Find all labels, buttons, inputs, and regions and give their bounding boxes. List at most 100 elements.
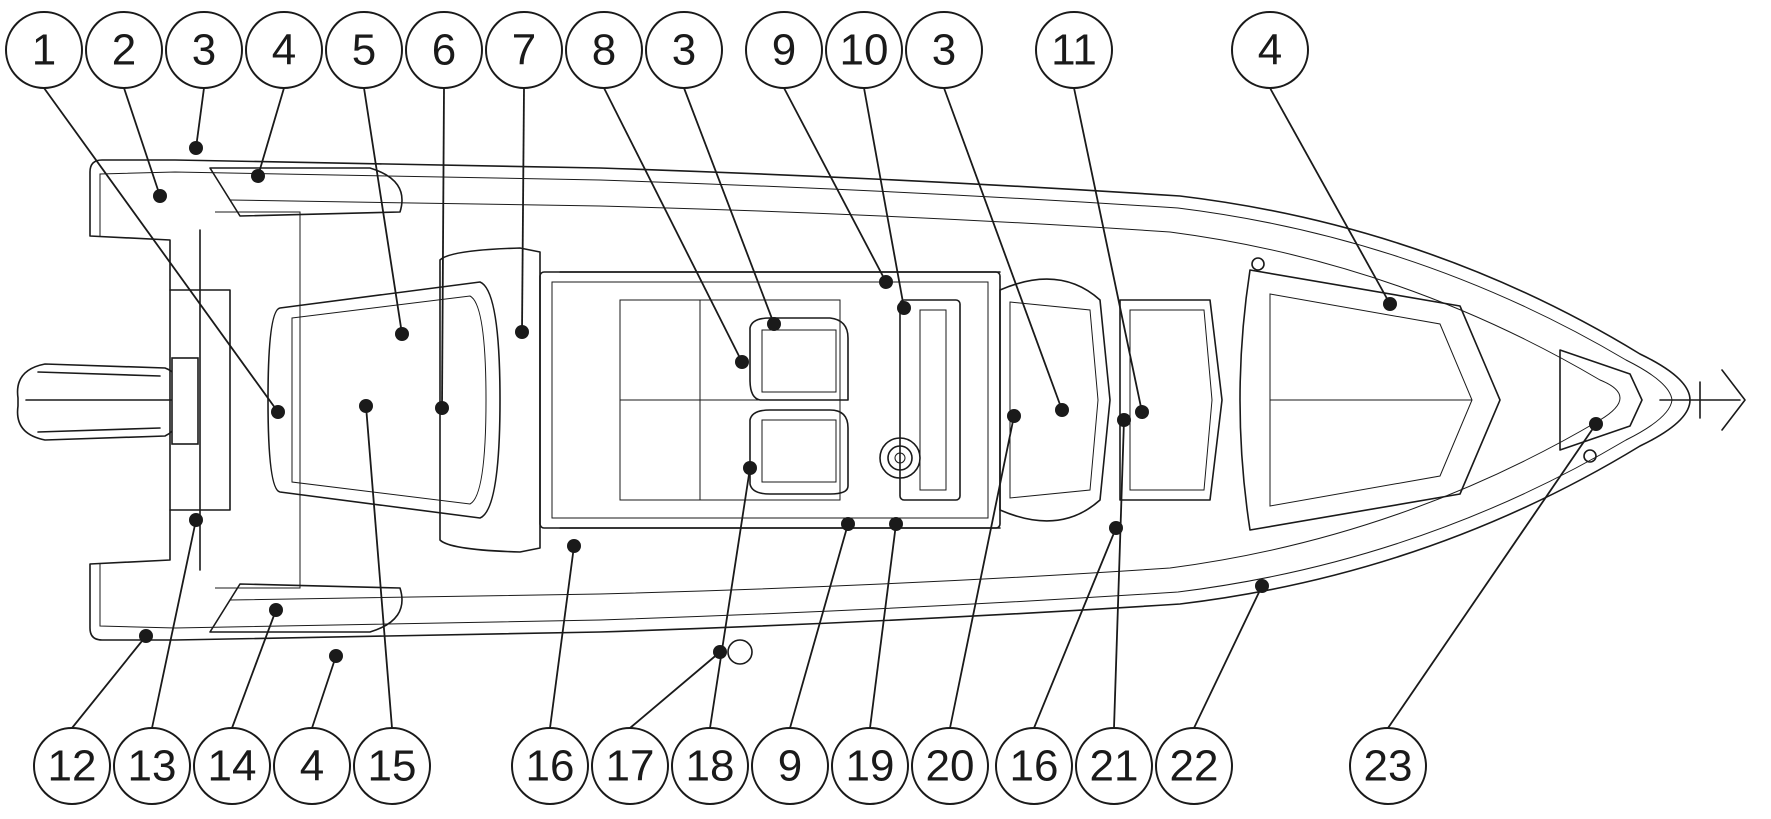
leader-6 — [441, 87, 445, 409]
callout-15: 15 — [353, 727, 431, 805]
callout-10: 10 — [825, 11, 903, 89]
cleats — [727, 257, 1597, 665]
leader-4a — [257, 87, 285, 177]
leader-6-dot — [435, 401, 449, 415]
callout-4b-label: 4 — [1258, 26, 1282, 75]
aft-lockers — [209, 167, 403, 633]
callout-leaders — [43, 87, 1603, 729]
leader-3a-dot — [189, 141, 203, 155]
callout-17-label: 17 — [606, 742, 655, 791]
callout-3c: 3 — [905, 11, 983, 89]
hull-outline — [89, 159, 1691, 641]
leader-15-dot — [359, 399, 373, 413]
leader-22 — [1193, 585, 1263, 729]
callout-16b-label: 16 — [1010, 742, 1059, 791]
leader-17 — [629, 651, 721, 729]
callout-12-label: 12 — [48, 742, 97, 791]
leader-3a — [195, 87, 205, 149]
leader-1 — [43, 87, 279, 413]
leader-7 — [521, 87, 525, 333]
callout-9b: 9 — [751, 727, 829, 805]
callout-16a: 16 — [511, 727, 589, 805]
leader-4b — [1269, 87, 1391, 305]
callout-14-label: 14 — [208, 742, 257, 791]
helm-seats — [749, 317, 849, 495]
callout-3a: 3 — [165, 11, 243, 89]
leader-4b-dot — [1383, 297, 1397, 311]
leader-12-dot — [139, 629, 153, 643]
leader-20 — [949, 415, 1015, 729]
callout-5-label: 5 — [352, 26, 376, 75]
callout-6: 6 — [405, 11, 483, 89]
leader-15 — [365, 405, 393, 729]
leader-18-dot — [743, 461, 757, 475]
callout-17: 17 — [591, 727, 669, 805]
callout-13-label: 13 — [128, 742, 177, 791]
callout-16a-label: 16 — [526, 742, 575, 791]
leader-8-dot — [735, 355, 749, 369]
leader-21 — [1113, 419, 1125, 729]
callout-16b: 16 — [995, 727, 1073, 805]
callout-4a: 4 — [245, 11, 323, 89]
leader-3b — [683, 87, 775, 325]
leader-13-dot — [189, 513, 203, 527]
leader-10 — [863, 87, 905, 309]
callout-2-label: 2 — [112, 26, 136, 75]
leader-9a — [783, 87, 887, 283]
leader-23-dot — [1589, 417, 1603, 431]
callout-2: 2 — [85, 11, 163, 89]
callout-4c-label: 4 — [300, 742, 324, 791]
leader-12 — [71, 635, 147, 729]
leader-4c — [311, 655, 337, 729]
callout-23-label: 23 — [1364, 742, 1413, 791]
bow-sunpad — [1239, 269, 1643, 531]
callout-22-label: 22 — [1170, 742, 1219, 791]
leader-19-dot — [889, 517, 903, 531]
leader-20-dot — [1007, 409, 1021, 423]
callout-4b: 4 — [1231, 11, 1309, 89]
leader-7-dot — [515, 325, 529, 339]
leader-3c — [943, 87, 1063, 411]
callout-21: 21 — [1075, 727, 1153, 805]
leader-13 — [151, 519, 197, 729]
callout-23: 23 — [1349, 727, 1427, 805]
leader-16b — [1033, 527, 1117, 729]
callout-10-label: 10 — [840, 26, 889, 75]
leader-3b-dot — [767, 317, 781, 331]
leader-1-dot — [271, 405, 285, 419]
callout-18-label: 18 — [686, 742, 735, 791]
leader-8 — [603, 87, 743, 363]
leader-22-dot — [1255, 579, 1269, 593]
leader-9b — [789, 523, 849, 729]
leader-4a-dot — [251, 169, 265, 183]
callout-11-label: 11 — [1051, 26, 1097, 75]
callout-3c-label: 3 — [932, 26, 956, 75]
callout-8: 8 — [565, 11, 643, 89]
leader-11-dot — [1135, 405, 1149, 419]
leader-11 — [1073, 87, 1143, 413]
leader-16a-dot — [567, 539, 581, 553]
leader-3c-dot — [1055, 403, 1069, 417]
callout-3a-label: 3 — [192, 26, 216, 75]
callout-18: 18 — [671, 727, 749, 805]
callout-21-label: 21 — [1090, 742, 1139, 791]
callout-7: 7 — [485, 11, 563, 89]
leader-5 — [363, 87, 403, 335]
leader-23 — [1387, 423, 1597, 729]
leader-4c-dot — [329, 649, 343, 663]
callout-1: 1 — [5, 11, 83, 89]
helm-console — [879, 299, 961, 501]
callout-19-label: 19 — [846, 742, 895, 791]
leader-19 — [869, 523, 897, 729]
callout-4a-label: 4 — [272, 26, 296, 75]
callout-22: 22 — [1155, 727, 1233, 805]
callout-5: 5 — [325, 11, 403, 89]
leader-10-dot — [897, 301, 911, 315]
callout-4c: 4 — [273, 727, 351, 805]
leader-9a-dot — [879, 275, 893, 289]
leader-14 — [231, 609, 277, 729]
leader-21-dot — [1117, 413, 1131, 427]
callout-3b-label: 3 — [672, 26, 696, 75]
callout-12: 12 — [33, 727, 111, 805]
